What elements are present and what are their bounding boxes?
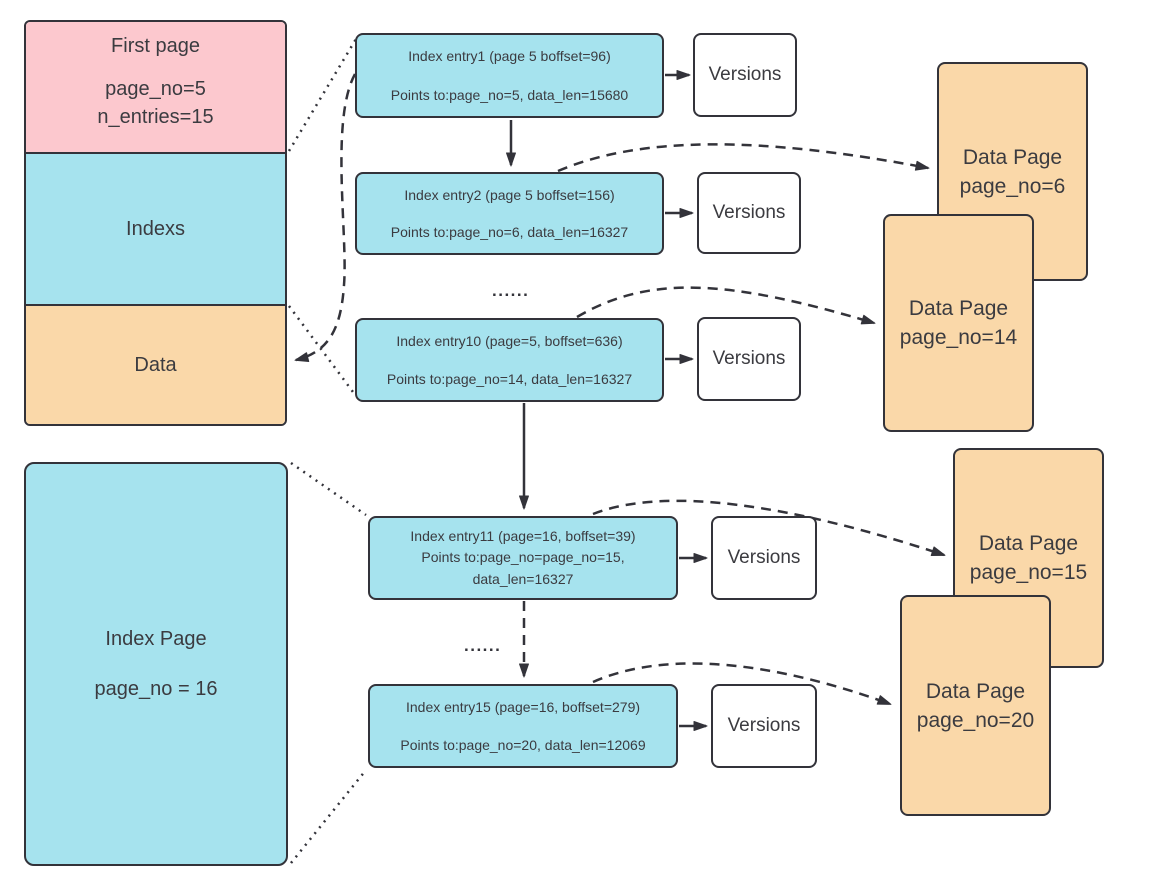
dashed-curve-entry2-to-datapage6 xyxy=(557,143,930,173)
data-page-title: Data Page xyxy=(908,297,1009,320)
index-entry-11-box: Index entry11 (page=16, boffset=39) Poin… xyxy=(368,516,678,600)
entry10-title: Index entry10 (page=5, boffset=636) xyxy=(396,333,623,349)
data-page-no: page_no=20 xyxy=(916,708,1035,732)
entry2-points: Points to:page_no=6, data_len=16327 xyxy=(390,224,629,240)
data-page-14-box: Data Page page_no=14 xyxy=(883,214,1034,432)
entry1-title: Index entry1 (page 5 boffset=96) xyxy=(408,48,611,64)
data-page-title: Data Page xyxy=(962,145,1063,169)
entry2-title: Index entry2 (page 5 boffset=156) xyxy=(404,187,615,203)
index-entry-15-box: Index entry15 (page=16, boffset=279) Poi… xyxy=(368,684,678,768)
first-page-page-no: page_no=5 xyxy=(105,78,206,100)
data-label: Data xyxy=(134,353,177,376)
index-page-box: Index Page page_no = 16 xyxy=(24,462,288,866)
entry11-points: Points to:page_no=page_no=15, xyxy=(421,549,625,566)
data-page-title: Data Page xyxy=(925,679,1026,703)
versions-label: Versions xyxy=(712,202,786,223)
data-section: Data xyxy=(26,304,285,424)
index-entry-10-box: Index entry10 (page=5, boffset=636) Poin… xyxy=(355,318,664,402)
first-page-header-section: First page page_no=5 n_entries=15 xyxy=(26,22,285,152)
versions-label: Versions xyxy=(727,547,801,568)
entry15-points: Points to:page_no=20, data_len=12069 xyxy=(400,737,646,753)
first-page-box: First page page_no=5 n_entries=15 Indexs… xyxy=(24,20,287,426)
dashed-curve-entry10-to-datapage14 xyxy=(576,286,876,325)
entry11-datalen: data_len=16327 xyxy=(472,570,574,587)
data-page-20-box: Data Page page_no=20 xyxy=(900,595,1051,816)
dotted-link-indexpage-to-entry11 xyxy=(290,461,367,517)
dashed-curve-entry11-to-datapage15 xyxy=(592,499,946,557)
versions-box-4: Versions xyxy=(711,516,817,600)
index-entry-2-box: Index entry2 (page 5 boffset=156) Points… xyxy=(355,172,664,255)
index-page-title: Index Page xyxy=(105,627,207,650)
versions-label: Versions xyxy=(712,348,786,369)
first-page-n-entries: n_entries=15 xyxy=(97,106,214,128)
data-page-no: page_no=6 xyxy=(959,174,1066,198)
versions-label: Versions xyxy=(727,715,801,736)
first-page-title: First page xyxy=(111,35,200,57)
dotted-link-firstpage-indexs-to-entry10 xyxy=(287,305,358,397)
dotted-link-firstpage-indexs-to-entry1 xyxy=(287,38,358,152)
dashed-curve-entry15-to-datapage20 xyxy=(592,662,892,706)
versions-box-2: Versions xyxy=(697,172,801,254)
entry15-title: Index entry15 (page=16, boffset=279) xyxy=(405,699,641,715)
ellipsis-entries-2-to-10: ...... xyxy=(492,281,530,300)
dashed-curve-entry1-to-data-section xyxy=(294,73,357,362)
data-page-no: page_no=14 xyxy=(899,326,1018,349)
data-page-no: page_no=15 xyxy=(969,561,1088,584)
ellipsis-entries-11-to-15: ...... xyxy=(464,636,502,655)
data-page-title: Data Page xyxy=(978,532,1079,555)
entry10-points: Points to:page_no=14, data_len=16327 xyxy=(386,371,633,387)
dotted-link-indexpage-to-entry15 xyxy=(290,769,367,864)
index-page-page-no: page_no = 16 xyxy=(94,677,218,700)
versions-box-5: Versions xyxy=(711,684,817,768)
indexs-section: Indexs xyxy=(26,152,285,304)
versions-label: Versions xyxy=(708,64,782,85)
index-entry-1-box: Index entry1 (page 5 boffset=96) Points … xyxy=(355,33,664,118)
versions-box-3: Versions xyxy=(697,317,801,401)
entry11-title: Index entry11 (page=16, boffset=39) xyxy=(410,527,636,544)
indexs-label: Indexs xyxy=(126,217,185,240)
entry1-points: Points to:page_no=5, data_len=15680 xyxy=(390,87,629,103)
versions-box-1: Versions xyxy=(693,33,797,117)
